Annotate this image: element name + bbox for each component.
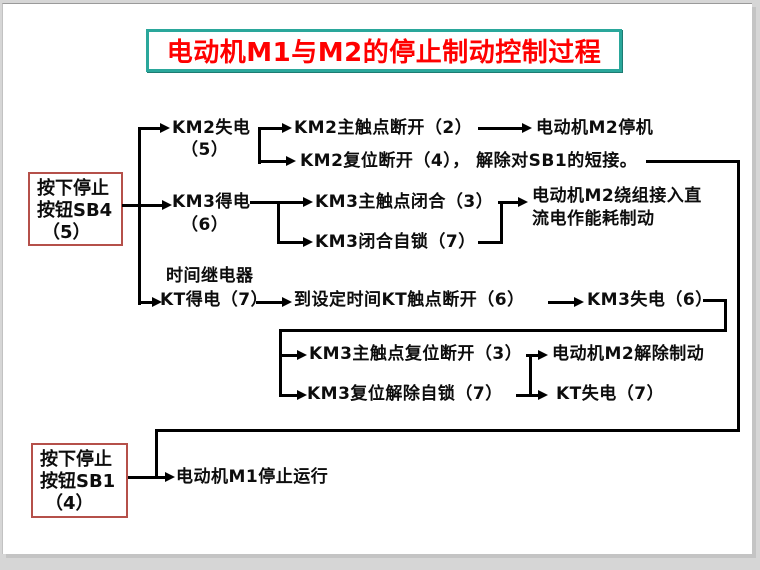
node-km2-loss-num: （5） [181,140,229,160]
sb1-box: 按下停止 按钮SB1 （4） [31,443,128,518]
flow-line [258,160,286,163]
arrow-head-icon [286,156,296,166]
flow-line [516,394,538,397]
arrow-head-icon [282,123,292,133]
flow-line [500,201,503,244]
flow-line [128,476,165,479]
sb1-box-line1: 按下停止 [40,449,112,470]
node-km2-loss: KM2失电 [172,118,251,138]
node-m1-stop: 电动机M1停止运行 [176,467,329,487]
node-km3-main-reset: KM3主触点复位断开（3） [309,344,523,364]
flow-line [277,201,280,244]
sb1-box-line2: 按钮SB1 [40,471,116,492]
flow-line [279,329,727,332]
flow-line [279,354,297,357]
node-km3-main-close: KM3主触点闭合（3） [315,192,494,212]
flow-line [529,354,532,397]
arrow-head-icon [538,350,548,360]
arrow-head-icon [518,197,528,207]
node-km2-reset: KM2复位断开（4）， 解除对SB1的短接。 [300,151,638,171]
arrow-head-icon [152,297,162,307]
arrow-head-icon [297,350,307,360]
flow-line [279,329,282,397]
flow-line [258,127,261,164]
arrow-head-icon [303,237,313,247]
flow-line [478,127,522,130]
node-km3-unlock: KM3复位解除自锁（7） [307,384,503,404]
arrow-head-icon [160,123,170,133]
arrow-head-icon [574,297,584,307]
arrow-head-icon [303,197,313,207]
arrow-head-icon [522,123,532,133]
flow-line [279,394,297,397]
sb4-box-line2: 按钮SB4 [37,200,113,221]
flow-line [250,201,280,204]
flow-line [138,301,152,304]
node-km2-main-open: KM2主触点断开（2） [294,118,473,138]
flow-line [122,204,162,207]
arrow-head-icon [162,200,172,210]
flow-line [646,160,740,163]
node-m2-release: 电动机M2解除制动 [552,344,705,364]
arrow-head-icon [538,390,548,400]
flow-line [703,299,727,302]
node-km3-selflock: KM3闭合自锁（7） [315,232,476,252]
flow-line [155,429,740,432]
node-m2-stop: 电动机M2停机 [536,118,654,138]
flow-line [258,127,282,130]
sb4-box-line1: 按下停止 [37,178,109,199]
node-kt-relay-line1: 时间继电器 [166,266,254,286]
flow-line [498,201,518,204]
arrow-head-icon [297,390,307,400]
arrow-head-icon [165,472,175,482]
node-m2-brake-line2: 流电作能耗制动 [532,209,655,229]
flow-line [277,201,303,204]
sb4-box-line3: （5） [42,222,91,243]
node-km3-gain-num: （6） [181,215,229,235]
arrow-head-icon [282,297,292,307]
node-kt-timeout: 到设定时间KT触点断开（6） [294,290,525,310]
flow-line [155,429,158,479]
node-kt-loss: KT失电（7） [556,384,665,404]
flow-line [724,299,727,332]
title-box: 电动机M1与M2的停止制动控制过程 [146,29,622,72]
node-kt-relay-line2: KT得电（7） [160,290,269,310]
node-km3-gain: KM3得电 [172,192,251,212]
flow-line [277,241,303,244]
flow-line [256,301,282,304]
flow-line [138,127,141,305]
flow-line [737,160,740,432]
page-title: 电动机M1与M2的停止制动控制过程 [166,38,602,68]
sb1-box-line3: （4） [45,493,94,514]
flow-line [478,241,503,244]
sb4-box: 按下停止 按钮SB4 （5） [28,172,123,246]
flow-line [548,301,574,304]
flow-line [138,127,160,130]
flow-line [526,354,538,357]
node-m2-brake-line1: 电动机M2绕组接入直 [532,186,702,206]
node-km3-loss: KM3失电（6） [587,290,713,310]
